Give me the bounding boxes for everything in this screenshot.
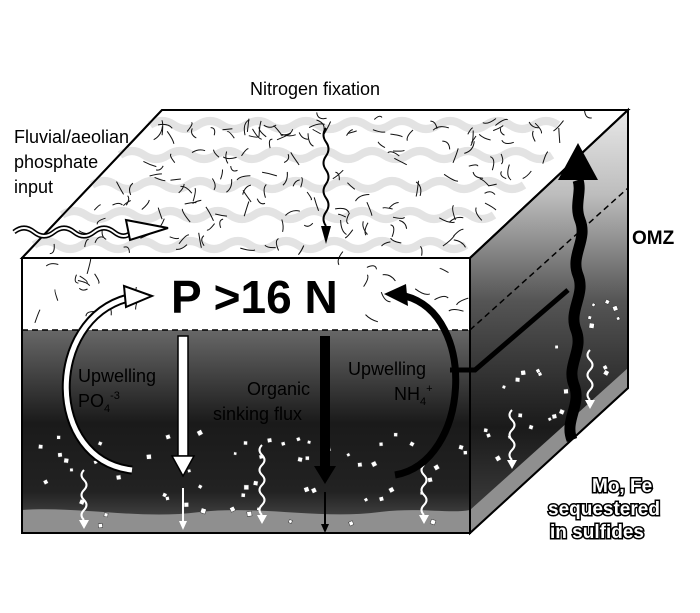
upwelling-nh4-formula: NH4+ xyxy=(394,383,433,408)
organic-flux-label-line2: sinking flux xyxy=(213,404,302,424)
fluvial-label-line2: phosphate xyxy=(14,152,98,172)
sediment-front xyxy=(22,509,470,533)
fluvial-label-line1: Fluvial/aeolian xyxy=(14,127,129,147)
sulfides-label-line2: sequestered xyxy=(548,499,660,520)
thermocline-side xyxy=(469,187,629,331)
upwelling-po4-label: Upwelling xyxy=(78,366,156,386)
cyanobacteria-icon xyxy=(49,110,592,256)
nitrogen-fixation-arrow xyxy=(322,127,330,227)
p-n-ratio-label: P >16 N xyxy=(171,271,338,323)
particles-icon xyxy=(38,298,621,529)
fluvial-arrow-head xyxy=(124,218,169,242)
sulfides-label-line3: in sulfides xyxy=(550,522,644,543)
organic-flux-arrow-white xyxy=(177,335,189,457)
omz-upward-arrow xyxy=(564,178,588,443)
omz-arrow-head xyxy=(558,143,598,180)
upwelling-po4-formula: PO4-3 xyxy=(78,390,120,415)
sulfides-label-line1: Mo, Fe xyxy=(592,476,652,497)
upwelling-nh4-label: Upwelling xyxy=(348,359,426,379)
sulfide-flux-icon xyxy=(79,349,595,529)
organic-flux-label-line1: Organic xyxy=(247,379,310,399)
organic-flux-arrow-black xyxy=(320,336,330,466)
sediment-side xyxy=(470,368,628,533)
upwelling-nh4-arrow xyxy=(394,292,460,479)
omz-label: OMZ xyxy=(632,228,675,249)
top-face-waves xyxy=(31,117,561,253)
nitrogen-fixation-label: Nitrogen fixation xyxy=(250,79,380,99)
fluvial-label-line3: input xyxy=(14,177,53,197)
